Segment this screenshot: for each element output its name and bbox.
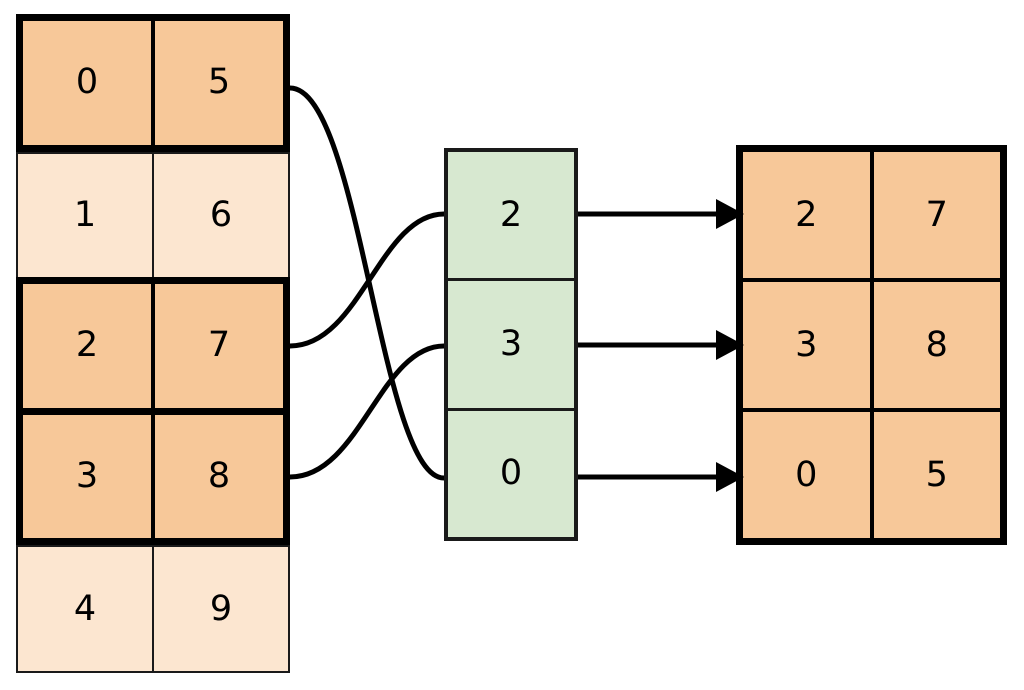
index-cell-r1c0: 3 <box>448 281 574 408</box>
source-table-row-4[interactable]: 4 9 <box>16 545 290 673</box>
result-table-row-0[interactable]: 2 7 <box>743 152 1000 282</box>
source-cell-r3c0: 3 <box>23 414 155 539</box>
arrow-index-row0-to-result-row0 <box>578 199 744 229</box>
result-cell-r0c0: 2 <box>743 152 874 278</box>
source-table-row-2[interactable]: 2 7 <box>16 277 290 408</box>
source-cell-r1c1: 6 <box>154 153 288 278</box>
index-cell-r2c0: 0 <box>448 410 574 537</box>
result-cell-r1c1: 8 <box>873 282 1000 408</box>
result-table-row-1[interactable]: 3 8 <box>743 282 1000 412</box>
result-cell-r0c1: 7 <box>873 152 1000 278</box>
index-column: 2 3 0 <box>444 148 578 541</box>
source-table: 0 5 1 6 2 7 3 8 4 9 <box>16 14 290 673</box>
index-row-2[interactable]: 0 <box>448 410 574 537</box>
index-row-0[interactable]: 2 <box>448 152 574 282</box>
source-cell-r3c1: 8 <box>155 414 283 539</box>
source-cell-r4c0: 4 <box>18 547 154 671</box>
result-table-row-2[interactable]: 0 5 <box>743 412 1000 538</box>
curve-source-row2-to-index-row0 <box>289 211 445 349</box>
curve-source-row0-to-index-row2 <box>289 85 445 481</box>
arrow-index-row1-to-result-row1 <box>578 330 744 360</box>
source-cell-r2c0: 2 <box>23 284 155 408</box>
source-cell-r0c1: 5 <box>155 21 283 145</box>
result-cell-r2c0: 0 <box>743 412 874 538</box>
source-table-row-1[interactable]: 1 6 <box>16 151 290 278</box>
source-cell-r0c0: 0 <box>23 21 155 145</box>
source-cell-r2c1: 7 <box>155 284 283 408</box>
index-row-1[interactable]: 3 <box>448 281 574 411</box>
result-cell-r1c0: 3 <box>743 282 874 408</box>
result-cell-r2c1: 5 <box>873 412 1000 538</box>
source-table-row-3[interactable]: 3 8 <box>16 407 290 546</box>
index-cell-r0c0: 2 <box>448 152 574 279</box>
curve-source-row3-to-index-row1 <box>289 343 445 480</box>
source-table-row-0[interactable]: 0 5 <box>16 14 290 152</box>
source-cell-r4c1: 9 <box>154 547 288 671</box>
arrow-index-row2-to-result-row2 <box>578 462 744 492</box>
result-table: 2 7 3 8 0 5 <box>736 145 1007 545</box>
source-cell-r1c0: 1 <box>18 153 154 278</box>
